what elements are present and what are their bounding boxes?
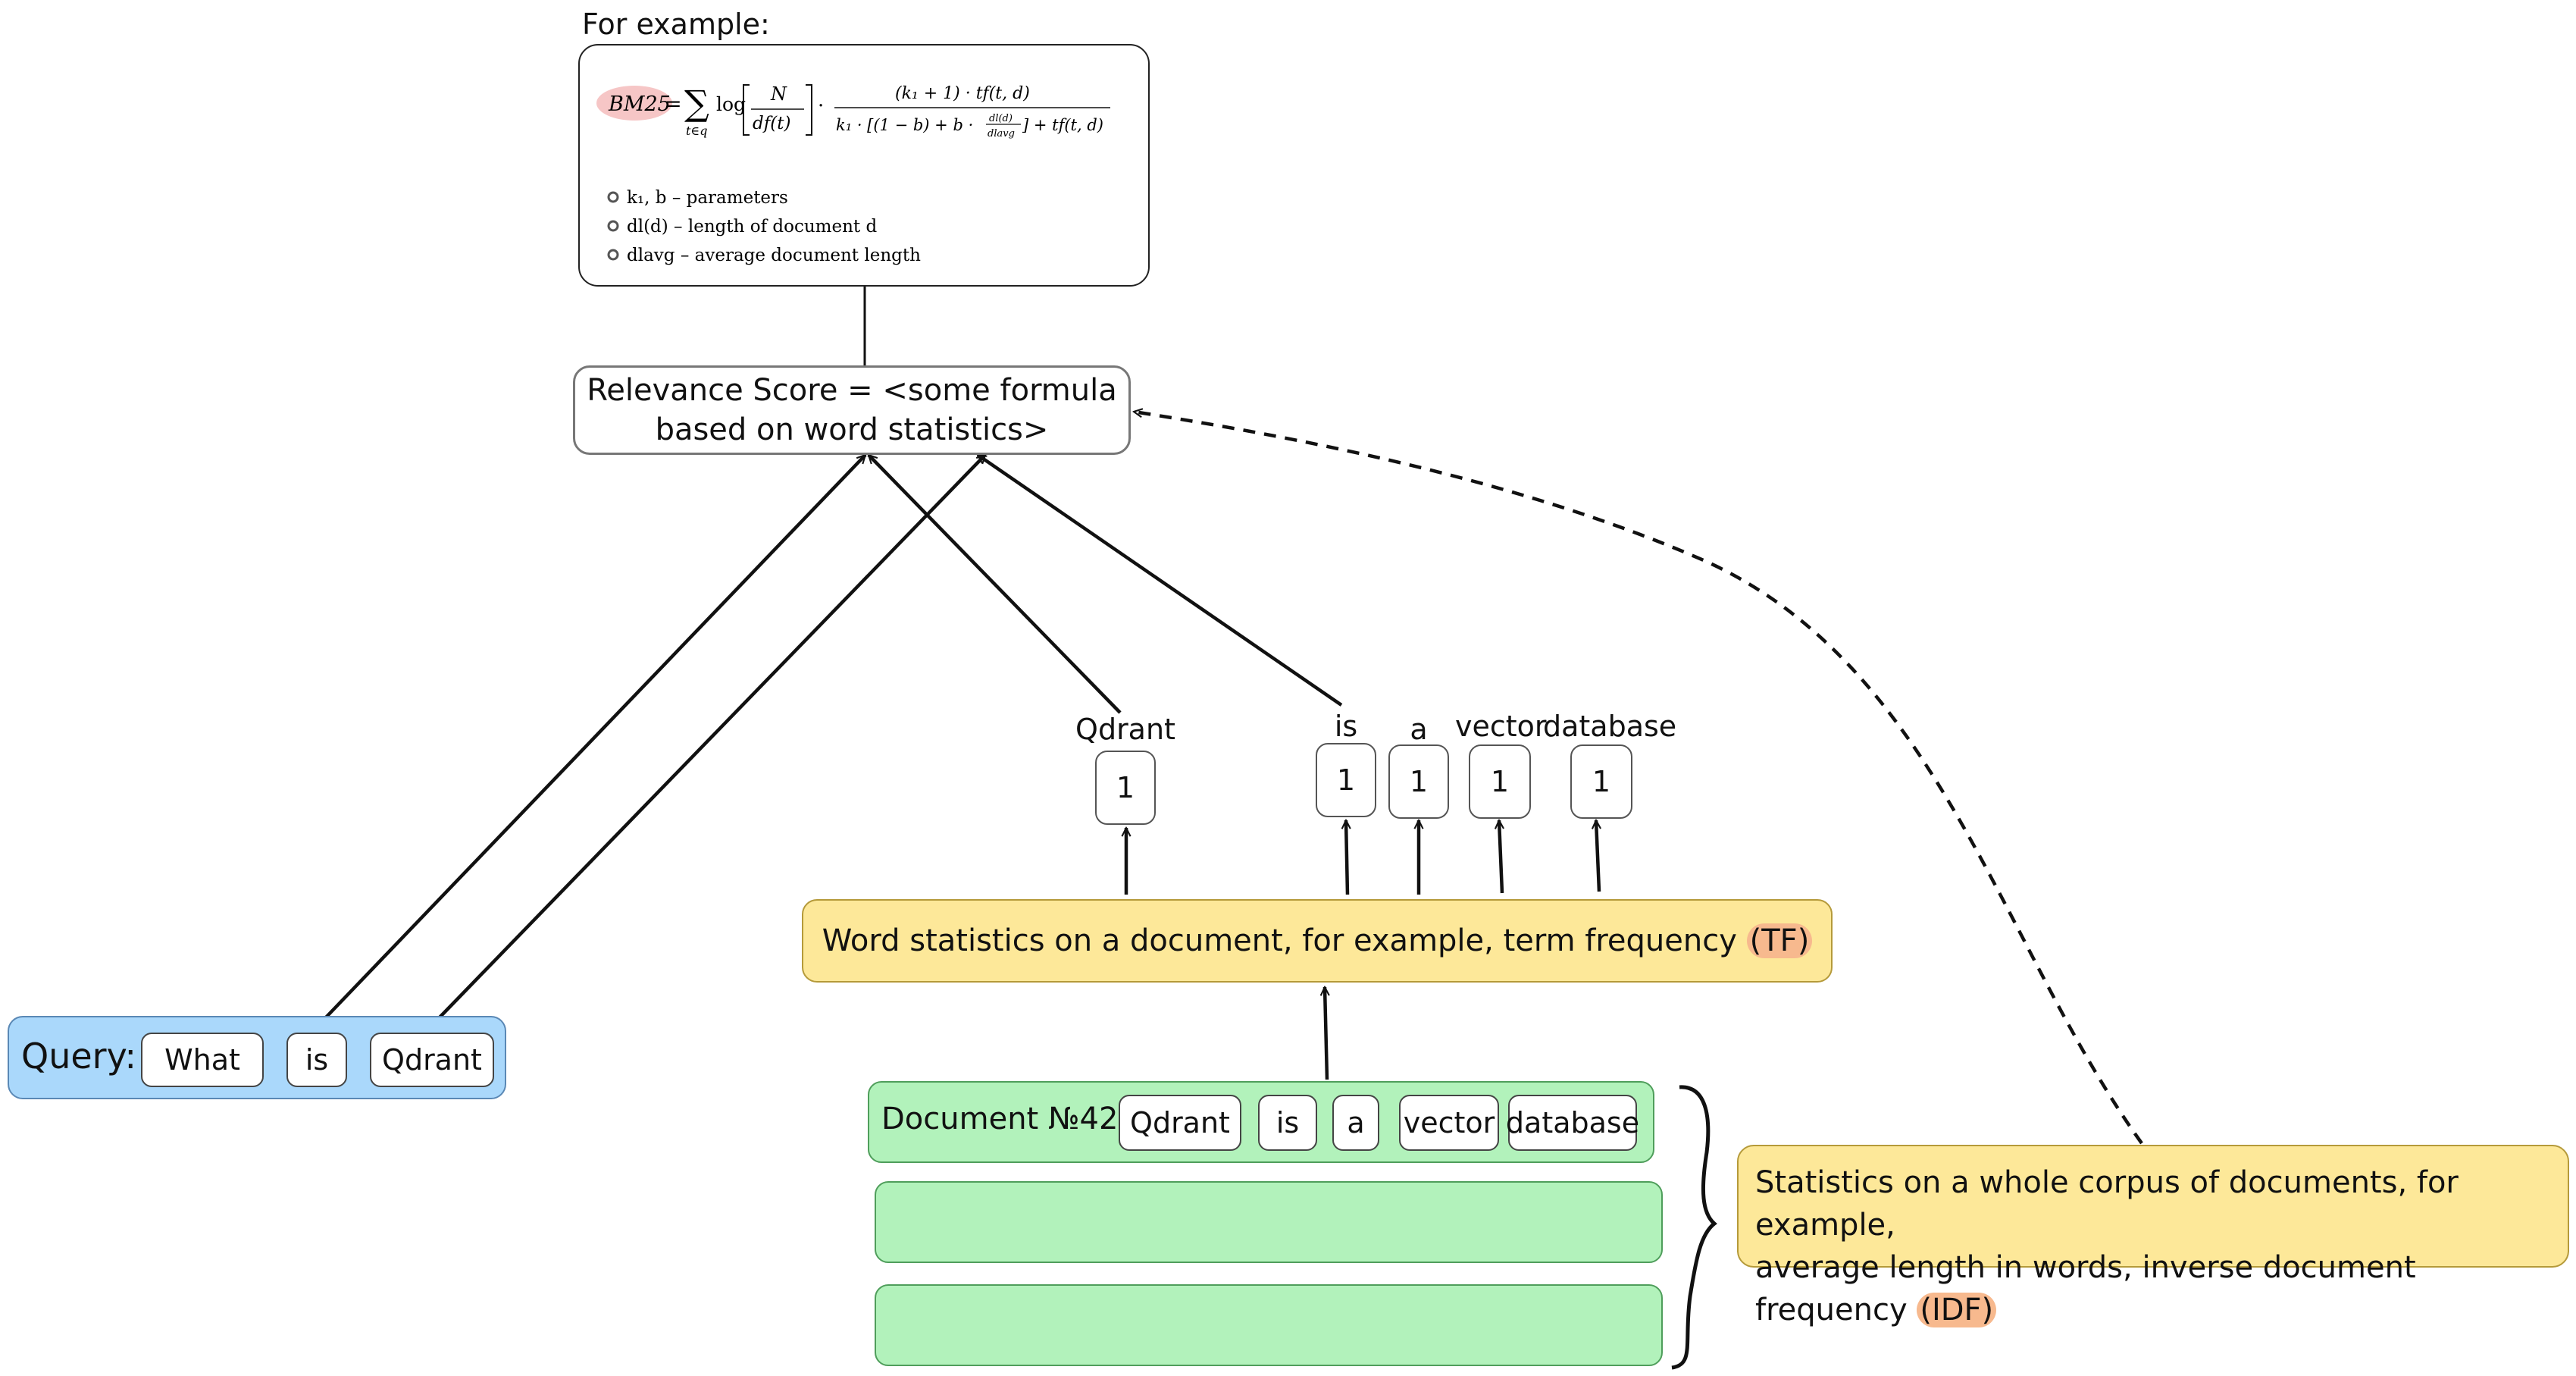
idf-line-1: Statistics on a whole corpus of document… (1755, 1165, 2459, 1243)
query-token-is: is (286, 1033, 347, 1087)
tf-text: Word statistics on a document, for examp… (822, 923, 1737, 958)
doc-token-is: is (1258, 1095, 1317, 1151)
query-label: Query: (21, 1036, 136, 1077)
doc-token-qdrant: Qdrant (1119, 1095, 1241, 1151)
tf-highlight: (TF) (1746, 923, 1813, 958)
tf-box: Word statistics on a document, for examp… (802, 899, 1833, 983)
relevance-line-2: based on word statistics> (655, 412, 1049, 447)
bullet-dot (607, 220, 619, 232)
doc-token-vector: vector (1399, 1095, 1499, 1151)
formula-eq: = (665, 92, 682, 116)
document-label: Document №42: (881, 1102, 1128, 1136)
arrow-query-what (324, 455, 865, 1019)
relevance-score-box: Relevance Score = <some formula based on… (573, 365, 1131, 455)
doc-token-a: a (1332, 1095, 1379, 1151)
curly-brace (1671, 1085, 1717, 1370)
formula-brackets (743, 84, 812, 136)
arrow-doc-tf (1325, 987, 1327, 1080)
term-label-qdrant: Qdrant (1075, 713, 1175, 746)
formula-dl-den: dlavg (988, 128, 1015, 139)
document-row-empty (875, 1181, 1663, 1263)
bullet-doc-length: dl(d) – length of document d (627, 217, 877, 237)
term-label-is: is (1334, 710, 1358, 743)
arrow-tf-vector (1499, 820, 1502, 894)
arrow-count-qdrant (869, 455, 1122, 714)
document-row-empty (875, 1284, 1663, 1366)
term-count-a: 1 (1388, 744, 1449, 819)
bullet-avg-length: dlavg – average document length (627, 246, 921, 265)
formula-frac2-num: (k₁ + 1) · tf(t, d) (895, 84, 1030, 103)
formula-frac1-den: df(t) (753, 114, 790, 133)
idf-highlight: (IDF) (1917, 1293, 1997, 1327)
term-count-vector: 1 (1469, 744, 1531, 819)
arrow-tf-is (1346, 820, 1347, 895)
idf-box: Statistics on a whole corpus of document… (1737, 1145, 2569, 1327)
term-count-qdrant: 1 (1095, 751, 1156, 825)
doc-token-database: database (1506, 1095, 1639, 1151)
bullet-dot (607, 191, 619, 203)
formula-graphic: BM25 = ∑ t∈q log N df(t) · (k₁ + 1) · tf… (596, 83, 1110, 265)
term-count-is: 1 (1316, 743, 1376, 817)
formula-sum-sub: t∈q (686, 124, 708, 138)
arrow-idf-dashed (1134, 412, 2143, 1145)
arrow-count-is (978, 453, 1343, 707)
formula-sum: ∑ (684, 83, 709, 124)
bm25-label: BM25 (608, 92, 671, 116)
bullet-dot (607, 249, 619, 261)
relevance-line-1: Relevance Score = <some formula (587, 373, 1117, 408)
term-label-a: a (1410, 713, 1428, 746)
term-label-database: database (1543, 710, 1677, 743)
formula-frac1-num: N (770, 83, 787, 105)
formula-panel: BM25 = ∑ t∈q log N df(t) · (k₁ + 1) · tf… (578, 44, 1150, 287)
term-label-vector: vector (1455, 710, 1547, 743)
formula-frac2-den-a: k₁ · [(1 − b) + b · (836, 116, 973, 134)
arrow-tf-database (1596, 820, 1599, 892)
term-count-database: 1 (1570, 744, 1632, 819)
formula-frac2-den-b: ] + tf(t, d) (1022, 116, 1103, 134)
formula-dl-num: dl(d) (989, 113, 1013, 124)
query-token-what: What (141, 1033, 264, 1087)
example-label: For example: (582, 8, 770, 41)
idf-line-2: average length in words, inverse documen… (1755, 1250, 2416, 1327)
bm25-highlight (596, 86, 672, 121)
formula-dot: · (818, 95, 824, 118)
formula-log: log (716, 93, 746, 115)
bullet-params: k₁, b – parameters (627, 188, 788, 208)
query-token-qdrant: Qdrant (370, 1033, 494, 1087)
